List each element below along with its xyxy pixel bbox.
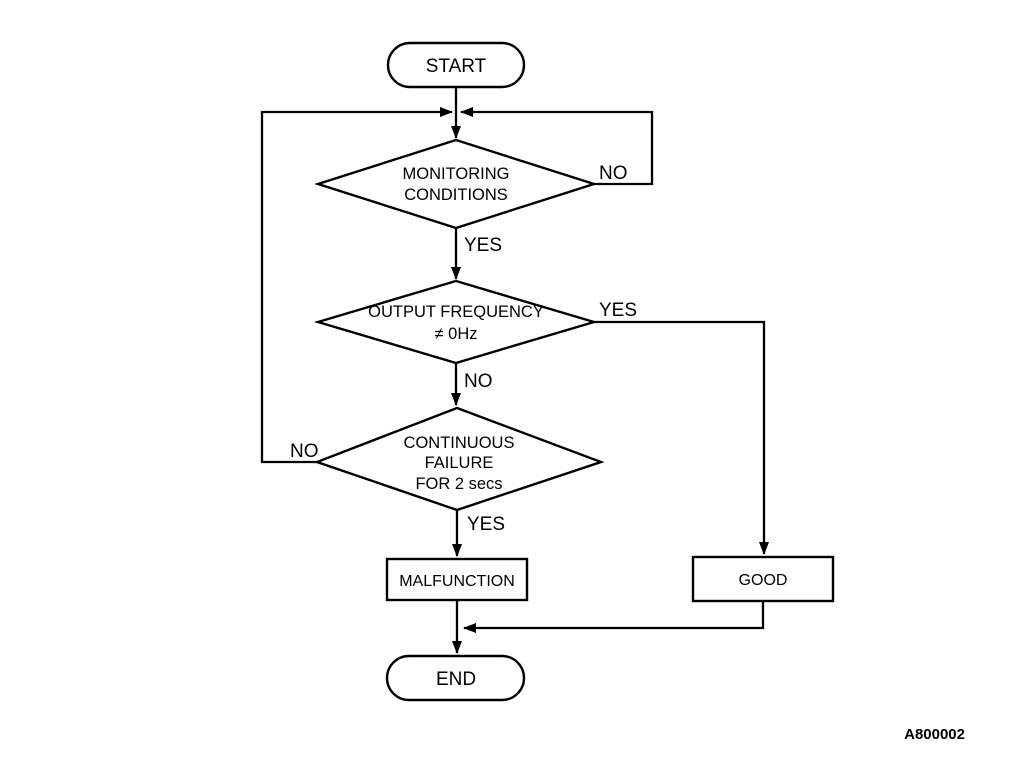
nodes: START MONITORING CONDITIONS OUTPUT FREQU… (313, 41, 835, 702)
edge-continuous-failure-no-loop (260, 107, 453, 464)
node-monitoring-conditions (314, 138, 598, 230)
node-malfunction-label: MALFUNCTION (399, 573, 515, 590)
node-output-frequency (313, 279, 599, 365)
node-continuous-failure-line1: CONTINUOUS (404, 434, 515, 452)
edge-label-monitoring-yes: YES (464, 235, 502, 256)
node-good (691, 555, 835, 603)
node-continuous-failure (313, 406, 605, 512)
edge-label-continuous-failure-yes: YES (467, 514, 505, 535)
node-end (385, 654, 526, 702)
edge-output-frequency-yes (594, 320, 769, 555)
node-output-frequency-line1: OUTPUT FREQUENCY (368, 303, 544, 321)
figure-code: A800002 (904, 726, 965, 743)
node-monitoring-conditions-line1: MONITORING (403, 165, 510, 183)
node-start (386, 41, 526, 89)
edge-label-continuous-failure-no: NO (290, 441, 319, 462)
edge-labels: NO YES YES NO NO YES (290, 163, 637, 535)
edge-label-output-frequency-no: NO (464, 371, 493, 392)
edge-good-to-end (463, 601, 765, 633)
node-monitoring-conditions-line2: CONDITIONS (404, 186, 508, 204)
node-start-label: START (426, 56, 487, 77)
edges (260, 87, 769, 654)
node-malfunction (385, 557, 529, 602)
node-end-label: END (436, 669, 476, 690)
node-continuous-failure-line3: FOR 2 secs (415, 475, 502, 493)
edge-monitoring-no-loop (460, 107, 654, 186)
node-output-frequency-line2: ≠ 0Hz (435, 325, 478, 343)
node-good-label: GOOD (739, 572, 788, 589)
edge-label-monitoring-no: NO (599, 163, 628, 184)
edge-label-output-frequency-yes: YES (599, 300, 637, 321)
node-continuous-failure-line2: FAILURE (425, 454, 494, 472)
